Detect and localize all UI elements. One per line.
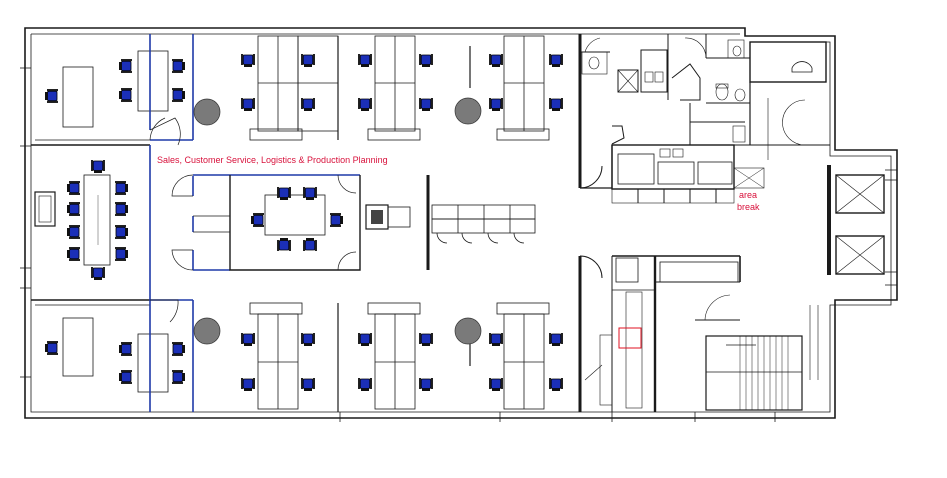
benching-tables-center: [431, 204, 536, 244]
break-area-label-line2: break: [737, 202, 760, 212]
service-core: [578, 34, 885, 412]
glass-partitions: [149, 34, 360, 412]
desk-pods-bottom: [249, 302, 550, 412]
highlight-marker: [618, 327, 642, 349]
exterior-walls: [24, 27, 898, 419]
structural-column-icon: [193, 97, 482, 345]
door-swings: [149, 117, 361, 323]
break-area-label-line1: area: [739, 190, 757, 200]
office-chair-icon: [44, 53, 564, 392]
central-meeting-room: [264, 175, 430, 270]
department-zone-label: Sales, Customer Service, Logistics & Pro…: [157, 155, 388, 165]
window-mullion-ticks: [20, 67, 897, 422]
desk-pods-top: [249, 35, 550, 141]
